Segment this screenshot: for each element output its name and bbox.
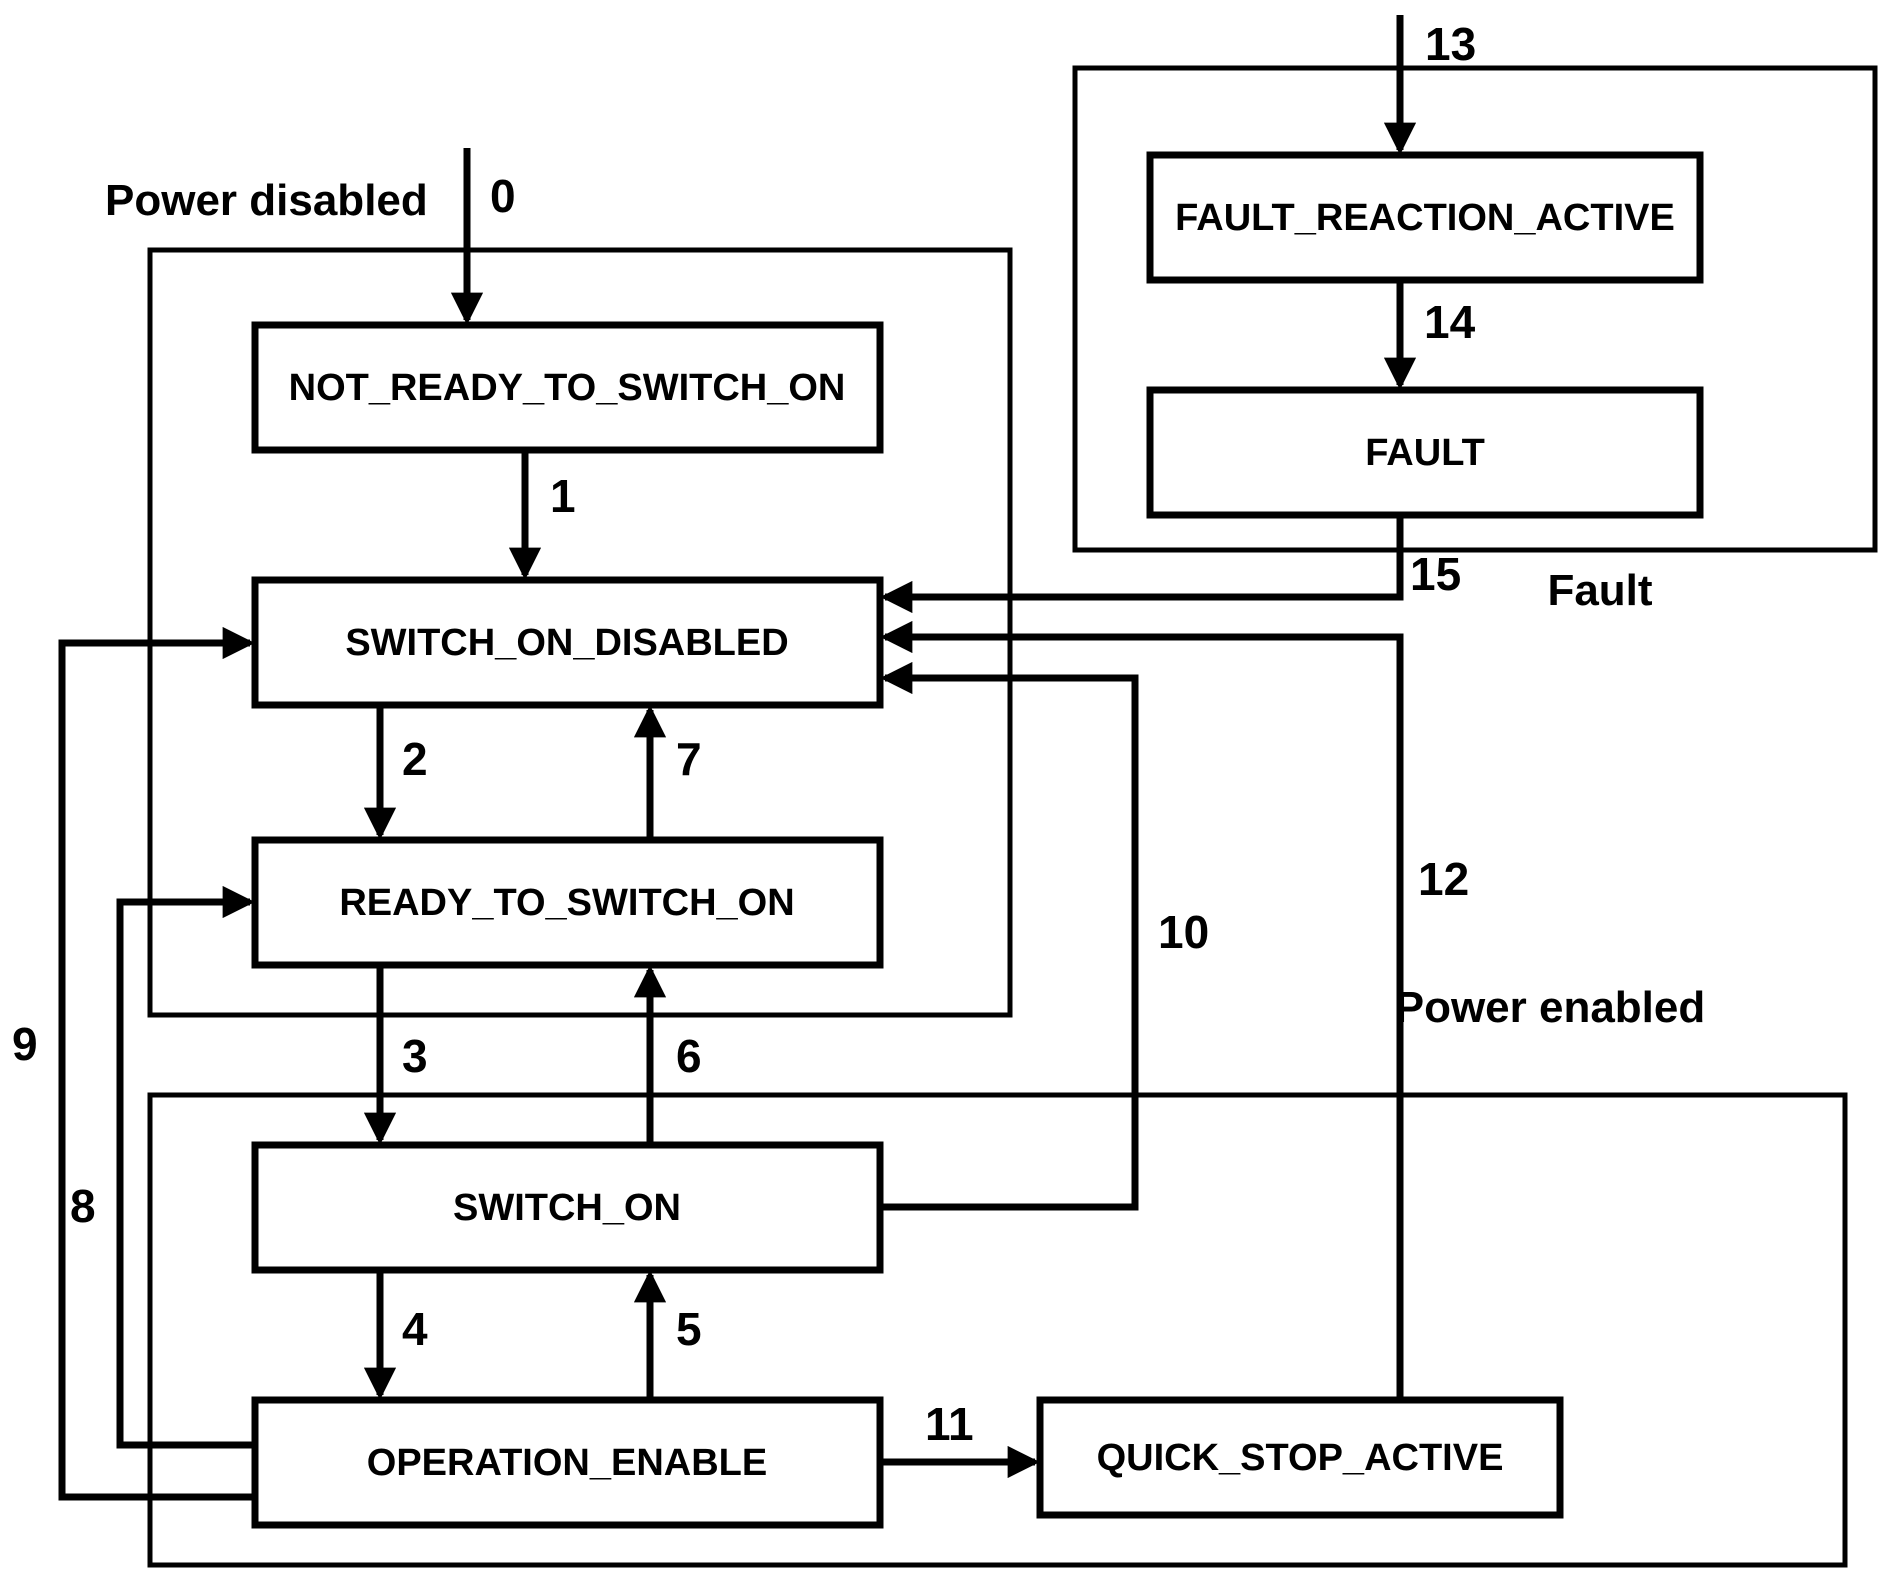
transition-13-label: 13 — [1425, 18, 1476, 70]
operation-enable-label: OPERATION_ENABLE — [367, 1442, 767, 1484]
transition-6: 6 — [633, 965, 702, 1145]
transition-15: 15 — [880, 515, 1461, 614]
transition-12: 12 — [880, 620, 1469, 1400]
transition-10: 10 — [880, 661, 1209, 1211]
switch-on-disabled-label: SWITCH_ON_DISABLED — [345, 622, 788, 664]
transition-3-label: 3 — [402, 1030, 428, 1082]
transition-1-label: 1 — [550, 470, 576, 522]
transition-7-label: 7 — [676, 733, 702, 785]
transition-1: 1 — [508, 450, 576, 580]
transition-3: 3 — [363, 965, 428, 1145]
ready-to-switch-on-box — [251, 836, 884, 969]
transition-2: 2 — [363, 705, 428, 840]
state-operation-enable: OPERATION_ENABLE — [251, 1396, 884, 1529]
switch-on-disabled-box — [251, 576, 884, 709]
transition-9: 9 — [12, 626, 255, 1501]
state-fault-reaction-active: FAULT_REACTION_ACTIVE — [1146, 151, 1704, 284]
switch-on-label: SWITCH_ON — [453, 1187, 681, 1229]
fault-region-label: Fault — [1547, 566, 1652, 615]
quick-stop-active-box — [1036, 1396, 1564, 1519]
transition-8: 8 — [70, 885, 255, 1449]
power-enabled-border — [147, 1092, 1848, 1568]
transition-2-label: 2 — [402, 733, 428, 785]
transition-0: 0 — [450, 148, 516, 325]
not-ready-to-switch-on-box — [251, 321, 884, 454]
transition-4: 4 — [363, 1270, 428, 1400]
transition-12-line — [880, 620, 1404, 1400]
not-ready-to-switch-on-label: NOT_READY_TO_SWITCH_ON — [289, 367, 846, 409]
transition-9-line — [58, 626, 255, 1501]
fault-box — [1146, 386, 1704, 519]
switch-on-box — [251, 1141, 884, 1274]
transition-12-label: 12 — [1418, 853, 1469, 905]
ready-to-switch-on-label: READY_TO_SWITCH_ON — [339, 882, 794, 924]
state-switch-on: SWITCH_ON — [251, 1141, 884, 1274]
quick-stop-active-label: QUICK_STOP_ACTIVE — [1097, 1437, 1504, 1479]
power-disabled-border — [147, 247, 1013, 1018]
region-power-enabled: Power enabled — [147, 983, 1848, 1568]
operation-enable-box — [251, 1396, 884, 1529]
transition-4-label: 4 — [402, 1303, 428, 1355]
state-fault: FAULT — [1146, 386, 1704, 519]
fault-region-border — [1072, 65, 1878, 553]
fault-label: FAULT — [1365, 432, 1485, 474]
state-ready-to-switch-on: READY_TO_SWITCH_ON — [251, 836, 884, 969]
transition-15-label: 15 — [1410, 548, 1461, 600]
transition-14: 14 — [1383, 280, 1476, 390]
transition-8-line — [116, 885, 255, 1449]
state-switch-on-disabled: SWITCH_ON_DISABLED — [251, 576, 884, 709]
transition-11-label: 11 — [925, 1398, 974, 1450]
transition-7: 7 — [633, 705, 702, 840]
transition-0-label: 0 — [490, 170, 516, 222]
power-disabled-label: Power disabled — [105, 176, 428, 225]
region-power-disabled: Power disabled — [105, 176, 1013, 1018]
transition-5: 5 — [633, 1270, 702, 1400]
transition-10-label: 10 — [1158, 906, 1209, 958]
transition-8-label: 8 — [70, 1180, 96, 1232]
transition-14-label: 14 — [1424, 296, 1476, 348]
transition-13: 13 — [1383, 15, 1476, 155]
transition-9-label: 9 — [12, 1018, 38, 1070]
transition-5-label: 5 — [676, 1303, 702, 1355]
transition-15-line — [880, 515, 1404, 614]
region-fault: Fault — [1072, 65, 1878, 615]
power-enabled-label: Power enabled — [1395, 983, 1706, 1032]
transition-11: 11 — [880, 1398, 1040, 1479]
transition-10-line — [880, 661, 1139, 1211]
fault-reaction-active-label: FAULT_REACTION_ACTIVE — [1175, 197, 1675, 239]
transition-6-label: 6 — [676, 1030, 702, 1082]
state-not-ready-to-switch-on: NOT_READY_TO_SWITCH_ON — [251, 321, 884, 454]
state-quick-stop-active: QUICK_STOP_ACTIVE — [1036, 1396, 1564, 1519]
fault-reaction-active-box — [1146, 151, 1704, 284]
